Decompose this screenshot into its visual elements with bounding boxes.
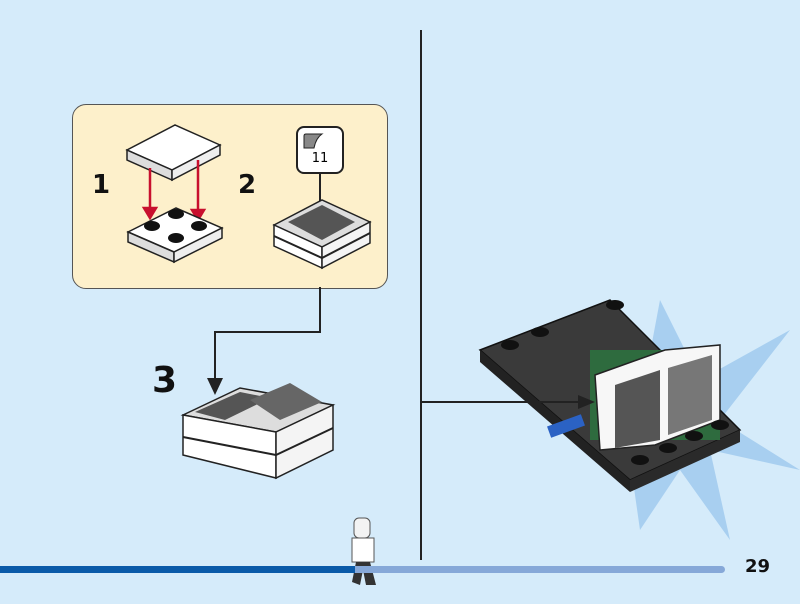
arrow-right-icon <box>578 395 595 409</box>
step-number-1: 1 <box>92 170 111 200</box>
progress-bar <box>0 566 725 573</box>
step-number-2: 2 <box>238 170 257 200</box>
newsstand-model <box>478 299 742 492</box>
progress-bar-fill <box>0 566 356 573</box>
part-quantity: 11 <box>311 151 329 166</box>
parts-callout: 11 <box>296 126 344 174</box>
tile-part-icon <box>303 133 324 149</box>
page-divider <box>420 30 422 560</box>
page-number: 29 <box>745 556 771 577</box>
plate-2x2 <box>126 207 224 264</box>
step3-newspaper-stack <box>180 383 336 480</box>
step-number-3: 3 <box>152 360 178 401</box>
red-arrows-icon <box>141 160 207 223</box>
newspaper-tile-stack <box>272 199 372 270</box>
arrow-down-icon <box>207 378 223 395</box>
tile-brick <box>125 124 222 182</box>
minifigure-progress-marker <box>351 517 376 585</box>
